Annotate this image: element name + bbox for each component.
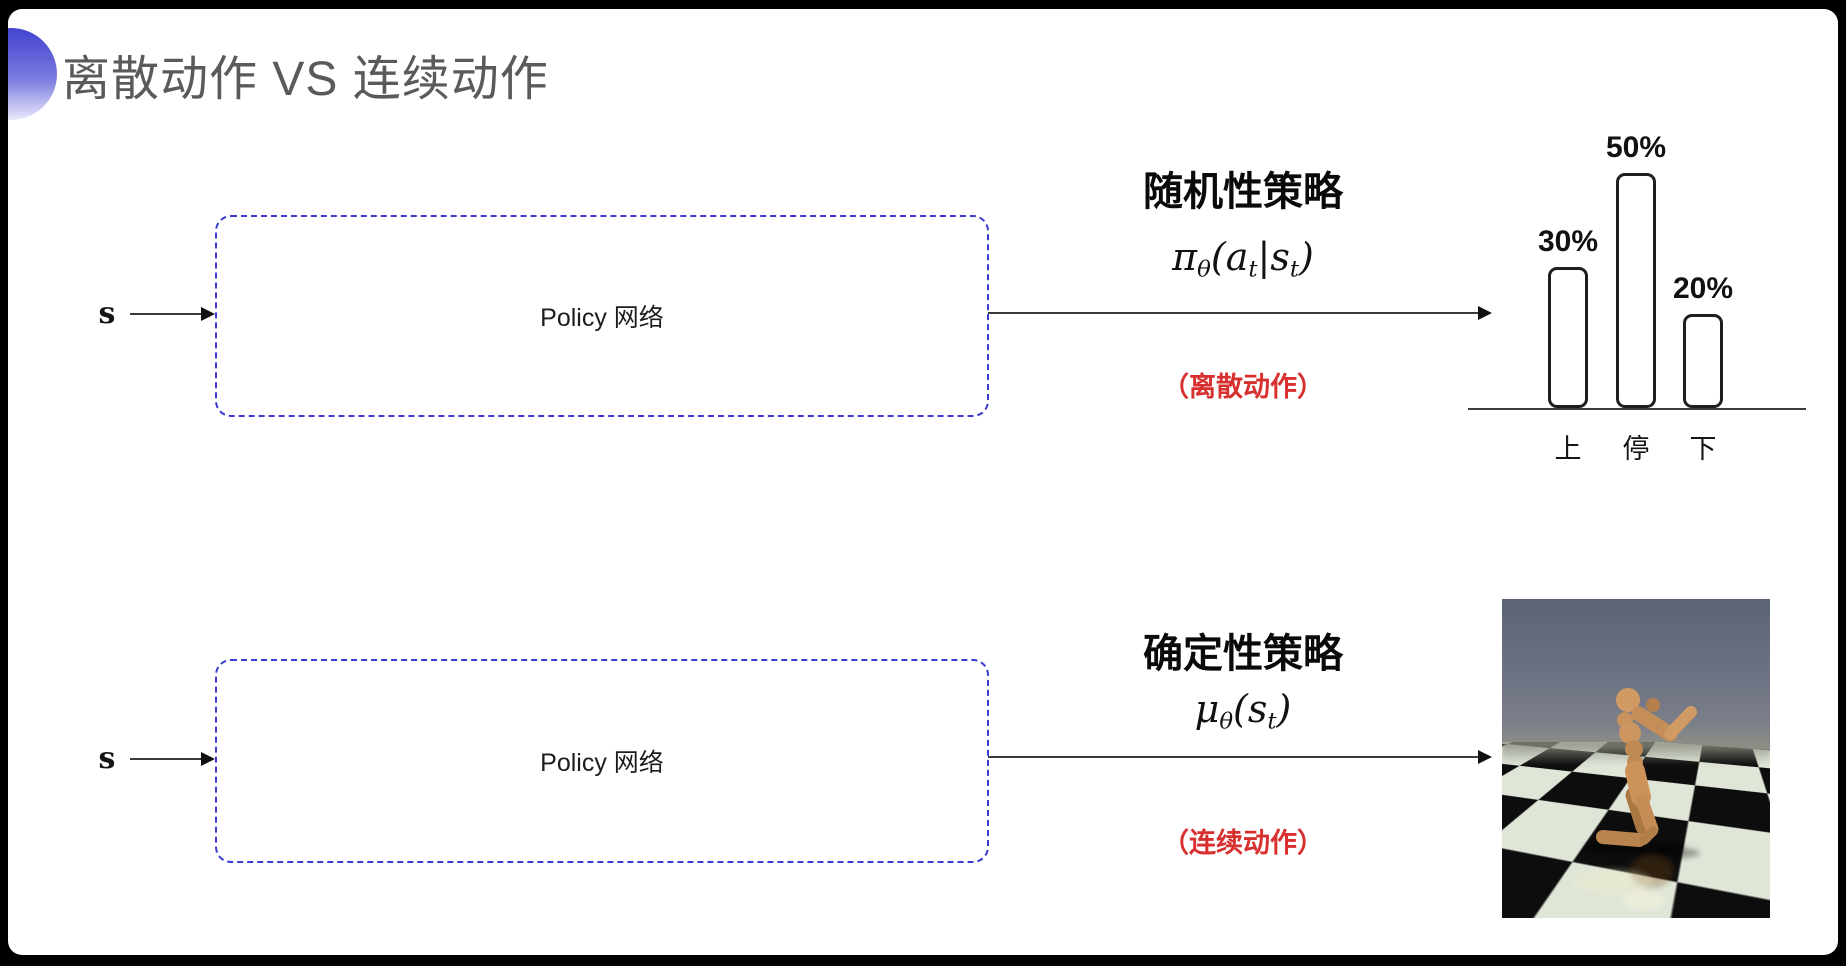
output-arrow-line-bottom: [988, 756, 1480, 758]
bar-value-label: 50%: [1605, 131, 1667, 164]
chart-column-up: 30%: [1538, 225, 1598, 408]
deterministic-policy-formula: μθ(st): [1194, 687, 1292, 735]
output-arrow-line-top: [988, 312, 1480, 314]
bar-category-label-up: 上: [1554, 434, 1582, 464]
robot-front-foot: [1639, 826, 1658, 845]
slide-title: 离散动作 VS 连续动作: [62, 53, 549, 106]
robot-left-hand: [1646, 698, 1660, 712]
chart-column-stop: 50%: [1606, 131, 1666, 408]
policy-type-label-stochastic: 随机性策略: [1143, 170, 1343, 214]
chart-baseline: [1468, 408, 1806, 410]
floor-caustic-spot: [1622, 891, 1666, 909]
policy-box-label-top: Policy 网络: [540, 304, 664, 332]
state-input-label-top: s: [98, 296, 116, 331]
input-arrow-head-top: [201, 307, 215, 321]
input-arrow-line-top: [130, 313, 202, 315]
robot-front-thigh: [1625, 761, 1651, 807]
output-arrow-head-bottom: [1478, 750, 1492, 764]
probability-bar-stop: [1616, 173, 1656, 408]
robot-head: [1616, 688, 1640, 712]
robot-forearm: [1664, 706, 1697, 740]
probability-bar-up: [1548, 267, 1588, 408]
output-arrow-head-top: [1478, 306, 1492, 320]
robot-chest: [1619, 722, 1641, 744]
input-arrow-head-bottom: [201, 752, 215, 766]
robot-front-shin: [1635, 794, 1659, 836]
humanoid-robot: [1572, 688, 1700, 909]
policy-network-box-bottom: Policy 网络: [215, 659, 989, 863]
action-probability-chart: 30% 50% 20% 上 停 下: [1468, 91, 1814, 481]
floor-caustic-streak: [1572, 869, 1652, 895]
policy-box-label-bottom: Policy 网络: [540, 749, 664, 777]
probability-bar-down: [1683, 314, 1723, 408]
robot-upper-arm: [1631, 706, 1678, 742]
robot-belly: [1625, 740, 1643, 758]
bar-category-label-down: 下: [1689, 434, 1717, 464]
stochastic-policy-formula: πθ(at|st): [1172, 235, 1314, 283]
policy-type-label-deterministic: 确定性策略: [1143, 632, 1343, 676]
humanoid-simulation-image: [1502, 599, 1770, 918]
policy-network-box-top: Policy 网络: [215, 215, 989, 417]
bar-value-label: 30%: [1537, 225, 1599, 258]
input-arrow-line-bottom: [130, 758, 202, 760]
slide-canvas: 离散动作 VS 连续动作 s Policy 网络 随机性策略 πθ(at|st)…: [8, 9, 1838, 955]
robot-kneeling-shin: [1596, 830, 1646, 847]
chart-column-down: 20%: [1673, 272, 1733, 408]
state-input-label-bottom: s: [98, 741, 116, 776]
bar-category-label-stop: 停: [1622, 434, 1650, 464]
action-type-note-continuous: （连续动作）: [1162, 828, 1324, 858]
title-bullet-decoration: [8, 28, 57, 120]
action-type-note-discrete: （离散动作）: [1162, 372, 1324, 402]
bar-value-label: 20%: [1672, 272, 1734, 305]
